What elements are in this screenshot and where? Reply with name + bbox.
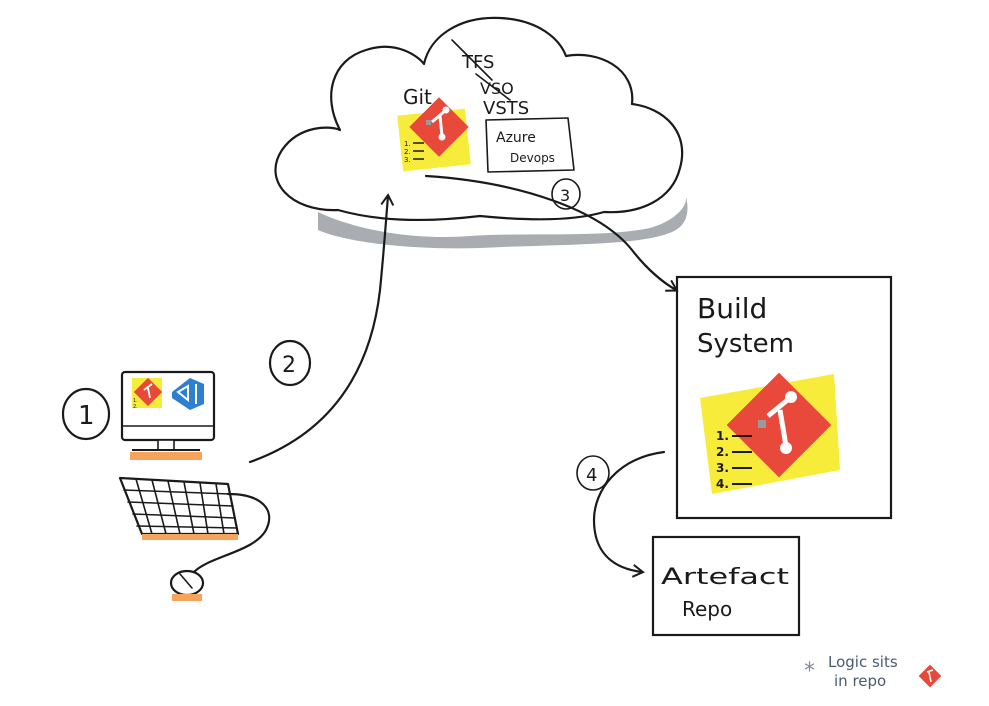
svg-text:3.: 3. xyxy=(404,156,411,164)
svg-text:1.: 1. xyxy=(716,429,729,443)
git-logo-icon xyxy=(409,97,469,157)
keyboard-icon xyxy=(118,476,240,540)
svg-text:2.: 2. xyxy=(133,404,138,410)
build-git-logo: 1. 2. 3. 4. xyxy=(700,372,840,494)
svg-text:2.: 2. xyxy=(404,148,411,156)
note-line1: Logic sits xyxy=(828,653,898,671)
artefact-repo-line2: Repo xyxy=(682,597,732,621)
azure-devops-line1: Azure xyxy=(496,130,536,146)
strike-through-tfs xyxy=(451,39,493,81)
checklist-icon: 1. 2. 3. xyxy=(404,140,424,164)
svg-text:4.: 4. xyxy=(716,477,729,491)
svg-text:1.: 1. xyxy=(133,398,138,404)
artefact-repo-line1: Artefact xyxy=(661,565,790,590)
step-3-badge: 3 xyxy=(551,178,581,210)
build-system-line1: Build xyxy=(697,292,767,325)
azure-devops-line2: Devops xyxy=(510,151,555,165)
visual-studio-icon xyxy=(172,378,204,410)
arrow-step-4 xyxy=(592,450,666,578)
build-system-line2: System xyxy=(697,329,794,359)
step-2-label: 2 xyxy=(282,353,296,378)
step-1-label: 1 xyxy=(78,401,95,431)
cloud-icon xyxy=(274,16,688,249)
note-bullet: * xyxy=(804,659,815,684)
cloud-shadow xyxy=(318,196,688,249)
checklist-icon: 1. 2. 3. 4. xyxy=(716,429,752,491)
artefact-repo-box: Artefact Repo xyxy=(651,535,801,637)
step-3-label: 3 xyxy=(560,186,570,205)
cloud-outline xyxy=(274,16,684,222)
build-system-box: Build System 1. 2. 3. 4. xyxy=(675,275,893,520)
step-2-badge: 2 xyxy=(268,339,312,387)
tfs-label-struck: TFS xyxy=(451,39,494,81)
svg-text:2.: 2. xyxy=(716,445,729,459)
logic-note: * Logic sits in repo xyxy=(804,653,942,690)
git-logo-icon xyxy=(918,664,942,688)
mouse-icon xyxy=(169,492,271,601)
step-4-badge: 4 xyxy=(576,455,610,491)
vsts-label: VSTS xyxy=(483,98,529,119)
step-4-label: 4 xyxy=(586,465,597,486)
strike-through-vso xyxy=(475,73,511,101)
note-line2: in repo xyxy=(834,672,886,690)
arrow-step-3 xyxy=(424,174,679,292)
arrow-step-2 xyxy=(248,193,395,464)
step-1-badge: 1 xyxy=(61,387,111,441)
svg-text:3.: 3. xyxy=(716,461,729,475)
cloud-git-logo: 1. 2. 3. xyxy=(397,97,471,172)
vso-label-struck: VSO xyxy=(475,73,514,101)
git-label: Git xyxy=(403,85,432,109)
svg-text:1.: 1. xyxy=(404,140,411,148)
azure-devops-box: Azure Devops xyxy=(485,117,575,173)
monitor-icon: 1. 2. xyxy=(120,370,216,460)
